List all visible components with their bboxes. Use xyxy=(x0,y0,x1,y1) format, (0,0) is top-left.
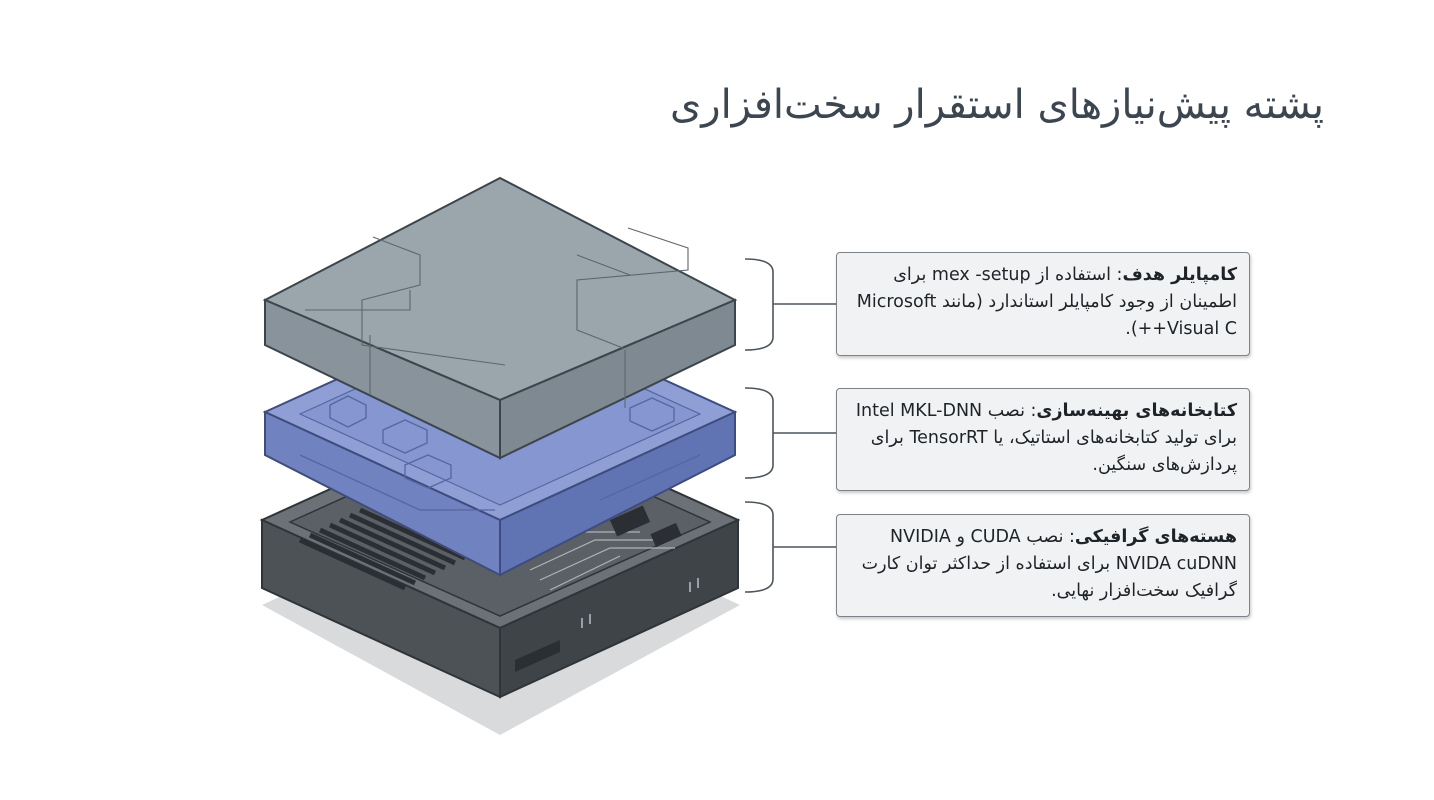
page-title: پشته پیش‌نیازهای استقرار سخت‌افزاری xyxy=(669,82,1324,128)
chip xyxy=(609,505,651,537)
callout-target-compiler: کامپایلر هدف: استفاده از mex -setup برای… xyxy=(836,252,1250,356)
callout-text: استفاده از mex -setup برای اطمینان از وج… xyxy=(856,265,1237,339)
callout-text: نصب Intel MKL-DNN برای تولید کتابخانه‌ها… xyxy=(855,401,1237,475)
callout-optimization-libraries: کتابخانه‌های بهینه‌سازی: نصب Intel MKL-D… xyxy=(836,388,1250,491)
chip xyxy=(650,522,682,548)
bracket-connectors xyxy=(744,258,836,593)
callout-heading: هسته‌های گرافیکی xyxy=(1074,527,1237,547)
callout-heading: کتابخانه‌های بهینه‌سازی xyxy=(1036,401,1237,421)
port-slot xyxy=(515,640,560,672)
top-compiler-layer xyxy=(262,176,738,460)
callout-text: نصب CUDA و NVIDIA NVIDA cuDNN برای استفا… xyxy=(861,527,1237,601)
callout-graphics-cores: هسته‌های گرافیکی: نصب CUDA و NVIDIA NVID… xyxy=(836,514,1250,617)
callout-heading: کامپایلر هدف xyxy=(1122,265,1237,285)
